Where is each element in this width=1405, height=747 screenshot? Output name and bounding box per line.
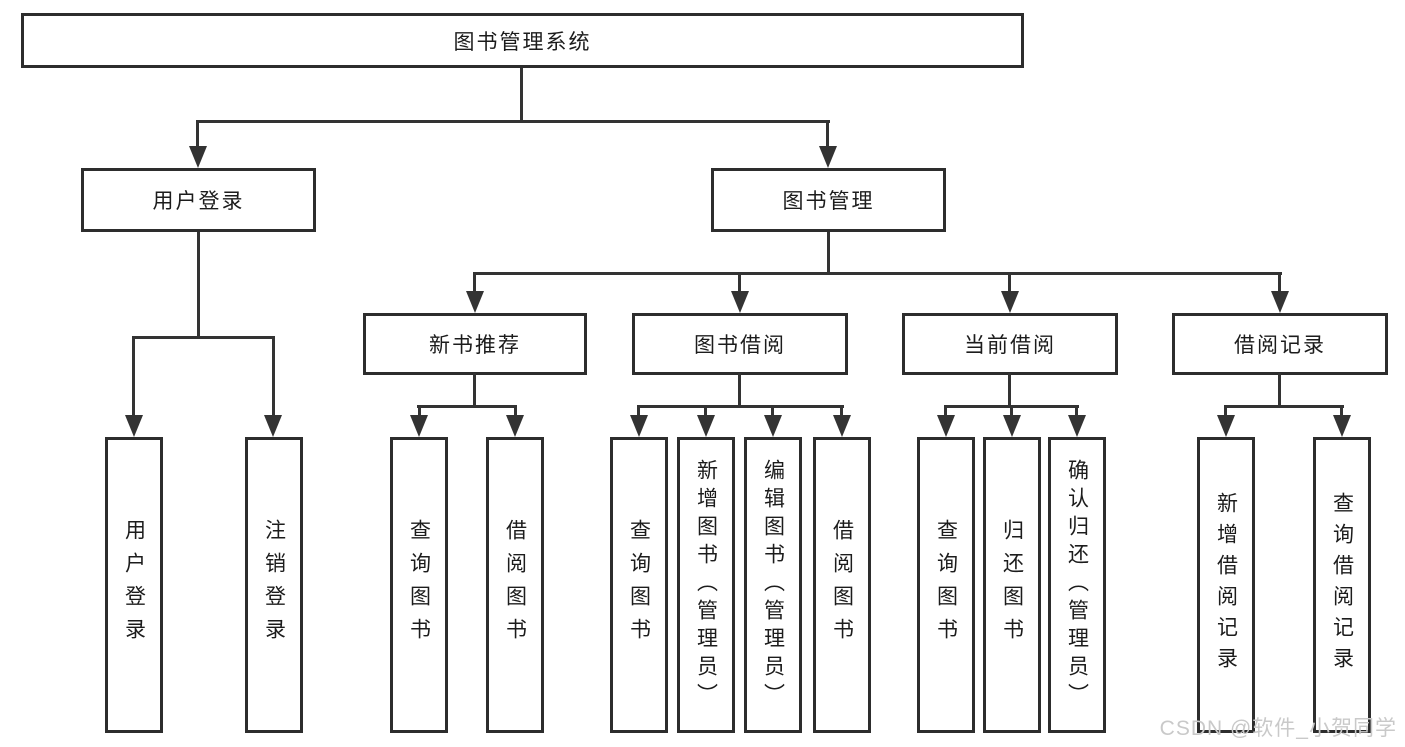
connector-shaft [418,405,421,417]
connector-root-rail [196,120,830,123]
arrowhead-down [833,415,851,437]
connector-shaft [1340,405,1343,417]
connector-stem [473,373,476,408]
leaf-label: 用户登录 [122,519,146,651]
connector-shaft [132,336,135,419]
node-book-borrowing: 图书借阅 [632,313,848,375]
node-current-borrowing: 当前借阅 [902,313,1118,375]
connector-shaft [1010,405,1013,417]
leaf-edit-book-admin: 编辑图书（管理员） [744,437,802,733]
connector-shaft [196,120,199,148]
leaf-add-book-admin: 新增图书（管理员） [677,437,735,733]
leaf-label: 借阅图书 [830,519,854,651]
connector-stem [827,232,830,274]
watermark: CSDN @软件_小贺同学 [1159,717,1397,740]
leaf-add-borrow-record: 新增借阅记录 [1197,437,1255,733]
arrowhead-down [1333,415,1351,437]
node-borrowing-records: 借阅记录 [1172,313,1388,375]
leaf-borrow-books: 借阅图书 [486,437,544,733]
connector-shaft [944,405,947,417]
leaf-label: 注销登录 [262,519,286,651]
arrowhead-down [731,291,749,313]
connector-shaft [771,405,774,417]
leaf-query-borrow-record: 查询借阅记录 [1313,437,1371,733]
connector-shaft [473,272,476,293]
leaf-logout: 注销登录 [245,437,303,733]
leaf-label: 查询图书 [407,519,431,651]
arrowhead-down [764,415,782,437]
connector-rail [132,336,275,339]
leaf-query-books: 查询图书 [917,437,975,733]
leaf-label: 查询图书 [627,519,651,651]
arrowhead-down [1003,415,1021,437]
connector-shaft [1008,272,1011,293]
arrowhead-down [466,291,484,313]
connector-rail [417,405,517,408]
leaf-borrow-books: 借阅图书 [813,437,871,733]
leaf-return-books: 归还图书 [983,437,1041,733]
connector-shaft [738,272,741,293]
leaf-query-books: 查询图书 [610,437,668,733]
leaf-label: 新增借阅记录 [1214,492,1238,678]
leaf-label: 归还图书 [1000,519,1024,651]
leaf-label: 新增图书（管理员） [694,459,718,711]
arrowhead-down [125,415,143,437]
node-user-login: 用户登录 [81,168,316,232]
arrowhead-down [630,415,648,437]
connector-shaft [1224,405,1227,417]
connector-shaft [514,405,517,417]
leaf-label: 借阅图书 [503,519,527,651]
connector-stem [1278,373,1281,408]
connector-root-stem [520,68,523,121]
arrowhead-down [937,415,955,437]
arrowhead-down [819,146,837,168]
arrowhead-down [697,415,715,437]
leaf-query-books: 查询图书 [390,437,448,733]
connector-shaft [840,405,843,417]
connector-rail [637,405,844,408]
leaf-label: 查询图书 [934,519,958,651]
arrowhead-down [410,415,428,437]
connector-stem [1008,373,1011,408]
connector-stem [197,232,200,338]
arrowhead-down [1001,291,1019,313]
connector-rail [1224,405,1344,408]
leaf-label: 查询借阅记录 [1330,492,1354,678]
connector-shaft [826,120,829,148]
arrowhead-down [264,415,282,437]
connector-stem [738,373,741,408]
arrowhead-down [1271,291,1289,313]
leaf-user-login: 用户登录 [105,437,163,733]
arrowhead-down [506,415,524,437]
connector-shaft [637,405,640,417]
connector-shaft [1278,272,1281,293]
connector-shaft [704,405,707,417]
node-root: 图书管理系统 [21,13,1024,68]
node-new-book-recommendation: 新书推荐 [363,313,587,375]
arrowhead-down [1217,415,1235,437]
arrowhead-down [1068,415,1086,437]
leaf-label: 确认归还（管理员） [1065,459,1089,711]
connector-rail [473,272,1282,275]
connector-shaft [1075,405,1078,417]
leaf-label: 编辑图书（管理员） [761,459,785,711]
node-book-management: 图书管理 [711,168,946,232]
connector-shaft [272,336,275,419]
arrowhead-down [189,146,207,168]
leaf-confirm-return-admin: 确认归还（管理员） [1048,437,1106,733]
